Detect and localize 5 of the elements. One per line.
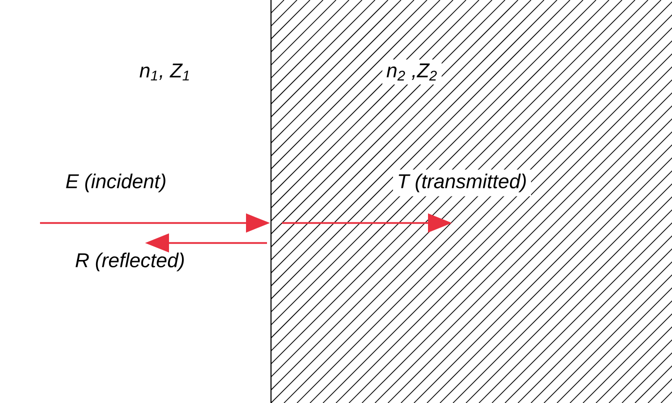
medium-label: T (transmitted): [393, 170, 531, 196]
medium-label: n$_{2}$ ,Z$_{2}$: [382, 60, 442, 84]
medium-label: E (incident): [66, 174, 166, 192]
medium-label: n$_{1}$, Z$_{1}$: [140, 64, 189, 80]
medium-label: R (reflected): [76, 252, 184, 272]
